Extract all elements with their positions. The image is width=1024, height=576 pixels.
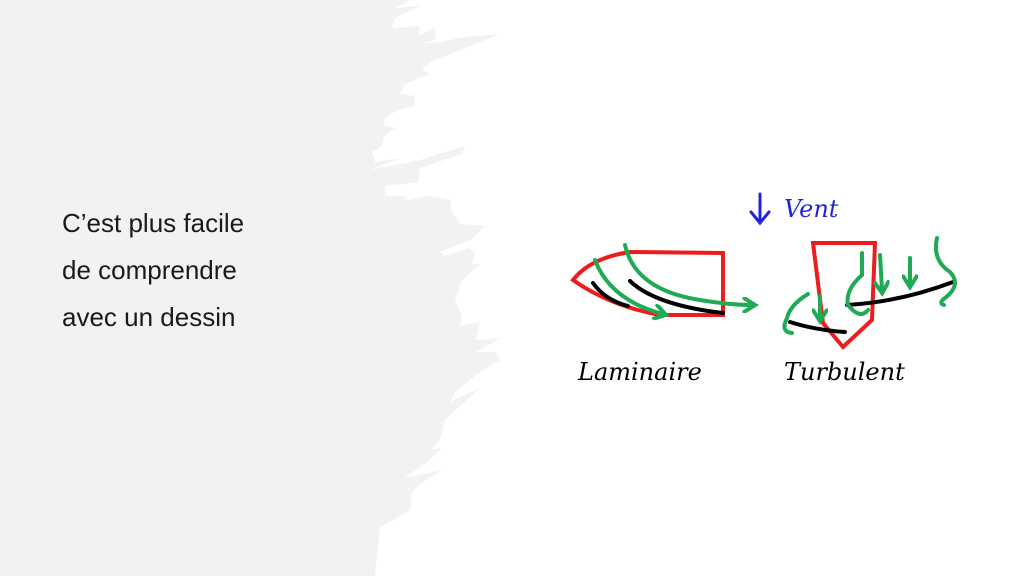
text-line: C’est plus facile xyxy=(62,208,245,238)
wind-arrow-icon xyxy=(749,192,771,226)
laminar-label: Laminaire xyxy=(577,358,702,386)
slide-body-text: C’est plus facile de comprendre avec un … xyxy=(62,200,244,341)
wind-label: Vent xyxy=(784,195,839,223)
turbulent-label: Turbulent xyxy=(784,358,905,386)
text-line: de comprendre xyxy=(62,255,237,285)
turbulent-wing-diagram xyxy=(782,236,957,350)
laminar-wing-diagram xyxy=(570,243,752,315)
text-line: avec un dessin xyxy=(62,302,236,332)
